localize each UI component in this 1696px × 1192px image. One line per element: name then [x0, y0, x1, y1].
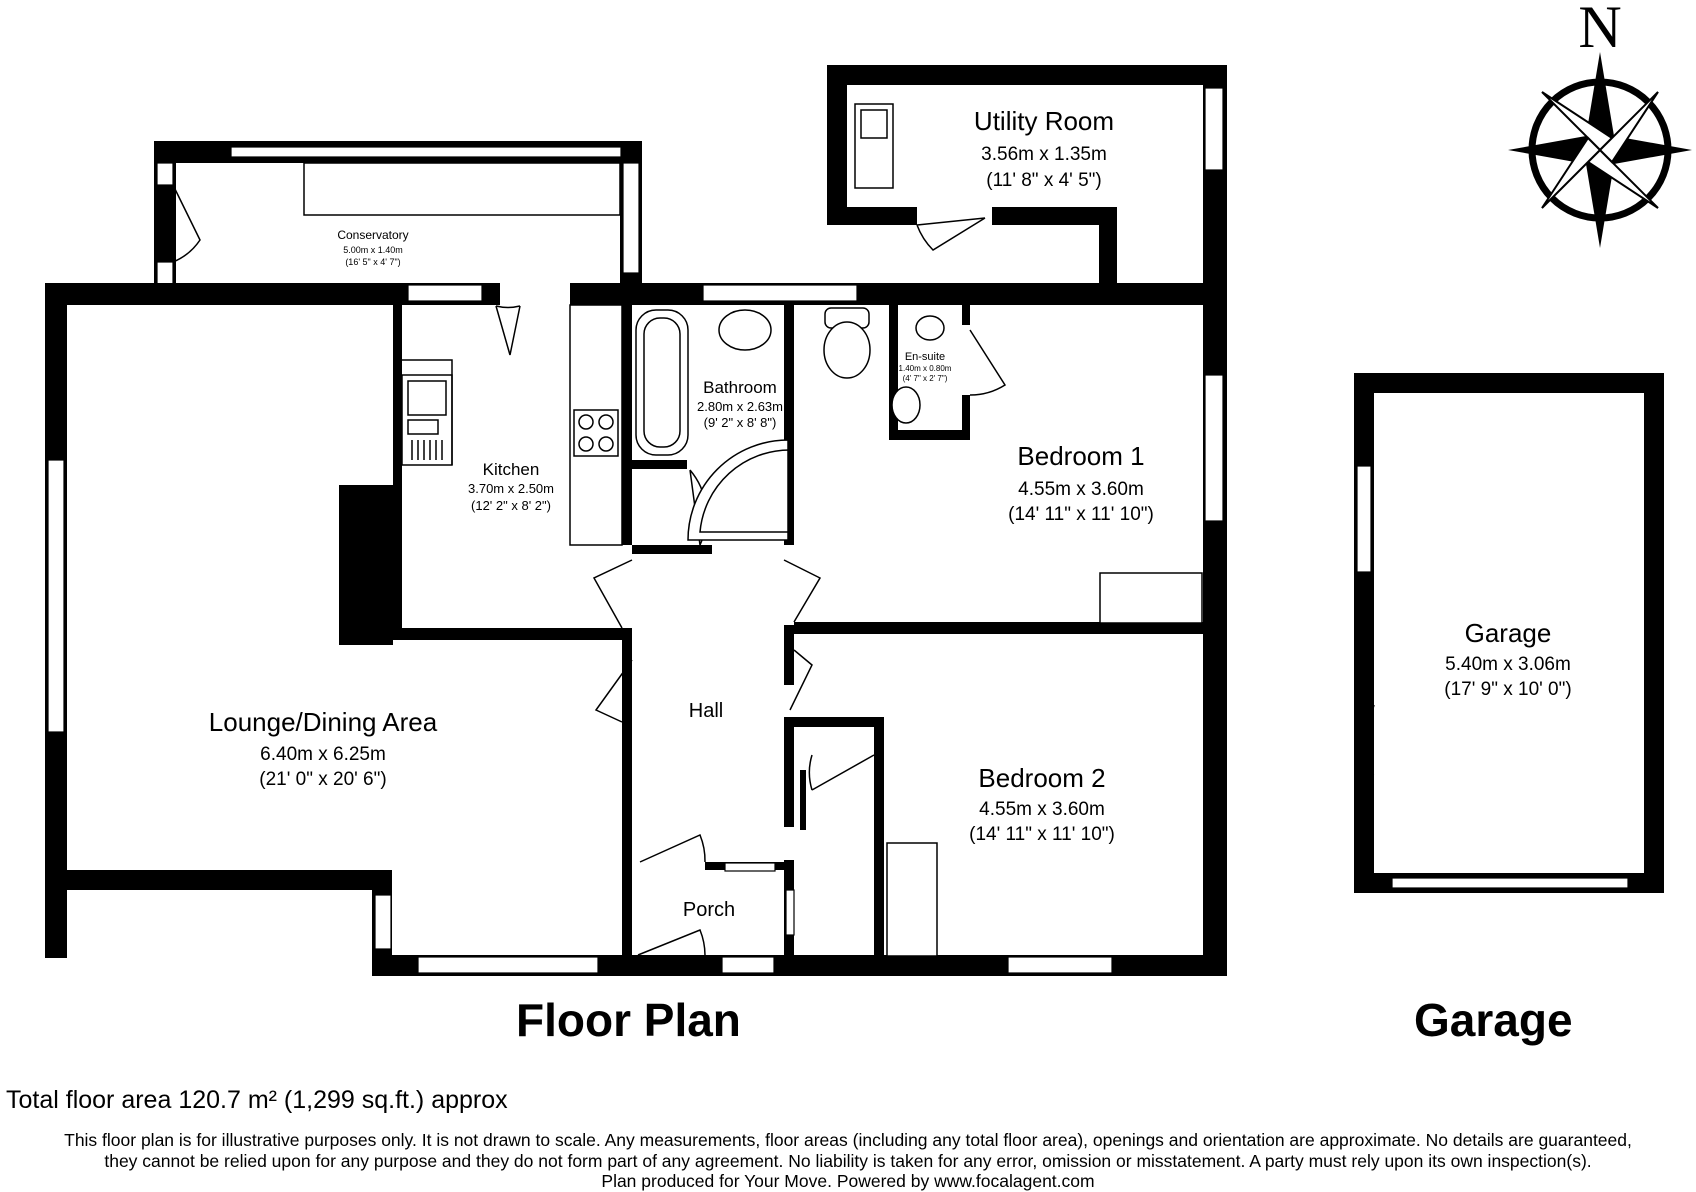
room-label-conservatory: Conservatory 5.00m x 1.40m (16' 5" x 4' … [337, 228, 408, 267]
svg-text:Bedroom 2: Bedroom 2 [978, 763, 1105, 793]
svg-text:(16' 5" x 4' 7"): (16' 5" x 4' 7") [345, 257, 400, 267]
garage-caption: Garage [1414, 994, 1573, 1046]
garage-walls [1354, 373, 1664, 893]
svg-text:(4' 7" x 2' 7"): (4' 7" x 2' 7") [903, 374, 948, 383]
svg-text:2.80m x 2.63m: 2.80m x 2.63m [697, 399, 783, 414]
room-label-garage: Garage 5.40m x 3.06m (17' 9" x 10' 0") [1444, 618, 1571, 700]
compass-north-label: N [1578, 0, 1621, 60]
room-label-bedroom1: Bedroom 1 4.55m x 3.60m (14' 11" x 11' 1… [1008, 441, 1154, 525]
svg-text:4.55m x 3.60m: 4.55m x 3.60m [979, 799, 1105, 820]
interior-walls [339, 305, 1204, 957]
room-label-hall: Hall [689, 700, 723, 722]
room-label-utility: Utility Room 3.56m x 1.35m (11' 8" x 4' … [974, 106, 1114, 191]
utility-room-walls [827, 65, 1227, 299]
disclaimer-line-2: they cannot be relied upon for any purpo… [104, 1151, 1592, 1171]
room-label-kitchen: Kitchen 3.70m x 2.50m (12' 2" x 8' 2") [468, 460, 554, 513]
svg-text:(12' 2" x 8' 2"): (12' 2" x 8' 2") [471, 498, 551, 513]
room-label-lounge: Lounge/Dining Area 6.40m x 6.25m (21' 0"… [209, 707, 438, 790]
svg-text:(21' 0" x 20' 6"): (21' 0" x 20' 6") [259, 769, 386, 790]
svg-text:Lounge/Dining Area: Lounge/Dining Area [209, 707, 438, 737]
svg-text:5.00m x 1.40m: 5.00m x 1.40m [343, 245, 403, 255]
svg-text:3.56m x 1.35m: 3.56m x 1.35m [981, 144, 1107, 165]
svg-text:(14' 11" x 11' 10"): (14' 11" x 11' 10") [1008, 504, 1154, 525]
svg-text:5.40m x 3.06m: 5.40m x 3.06m [1445, 654, 1571, 675]
svg-text:Garage: Garage [1465, 618, 1552, 648]
svg-text:Kitchen: Kitchen [483, 460, 540, 479]
svg-text:Bathroom: Bathroom [703, 378, 777, 397]
floor-plan-caption: Floor Plan [516, 994, 741, 1046]
room-label-bedroom2: Bedroom 2 4.55m x 3.60m (14' 11" x 11' 1… [969, 763, 1115, 845]
svg-text:1.40m x 0.80m: 1.40m x 0.80m [899, 364, 952, 373]
svg-text:(17' 9" x 10' 0"): (17' 9" x 10' 0") [1444, 679, 1571, 700]
svg-text:(9' 2" x 8' 8"): (9' 2" x 8' 8") [704, 415, 777, 430]
room-label-bathroom: Bathroom 2.80m x 2.63m (9' 2" x 8' 8") [697, 378, 783, 430]
svg-text:Utility Room: Utility Room [974, 106, 1114, 136]
svg-text:4.55m x 3.60m: 4.55m x 3.60m [1018, 479, 1144, 500]
svg-text:En-suite: En-suite [905, 351, 945, 363]
svg-text:Hall: Hall [689, 700, 723, 722]
svg-text:(14' 11" x 11' 10"): (14' 11" x 11' 10") [969, 824, 1115, 845]
total-floor-area: Total floor area 120.7 m² (1,299 sq.ft.)… [6, 1086, 508, 1114]
room-label-porch: Porch [683, 899, 735, 921]
svg-text:Bedroom 1: Bedroom 1 [1017, 441, 1144, 471]
fixtures [401, 304, 945, 546]
svg-text:3.70m x 2.50m: 3.70m x 2.50m [468, 481, 554, 496]
svg-text:(11' 8" x 4' 5"): (11' 8" x 4' 5") [986, 170, 1101, 191]
disclaimer-line-1: This floor plan is for illustrative purp… [64, 1130, 1632, 1150]
house-outer-walls [45, 283, 1227, 976]
disclaimer-line-3: Plan produced for Your Move. Powered by … [601, 1171, 1095, 1191]
room-label-ensuite: En-suite 1.40m x 0.80m (4' 7" x 2' 7") [899, 351, 952, 383]
conservatory-walls [154, 141, 642, 285]
svg-text:Porch: Porch [683, 899, 735, 921]
svg-text:Conservatory: Conservatory [337, 228, 408, 242]
compass-rose-icon [1508, 52, 1692, 248]
svg-text:6.40m x 6.25m: 6.40m x 6.25m [260, 744, 386, 765]
